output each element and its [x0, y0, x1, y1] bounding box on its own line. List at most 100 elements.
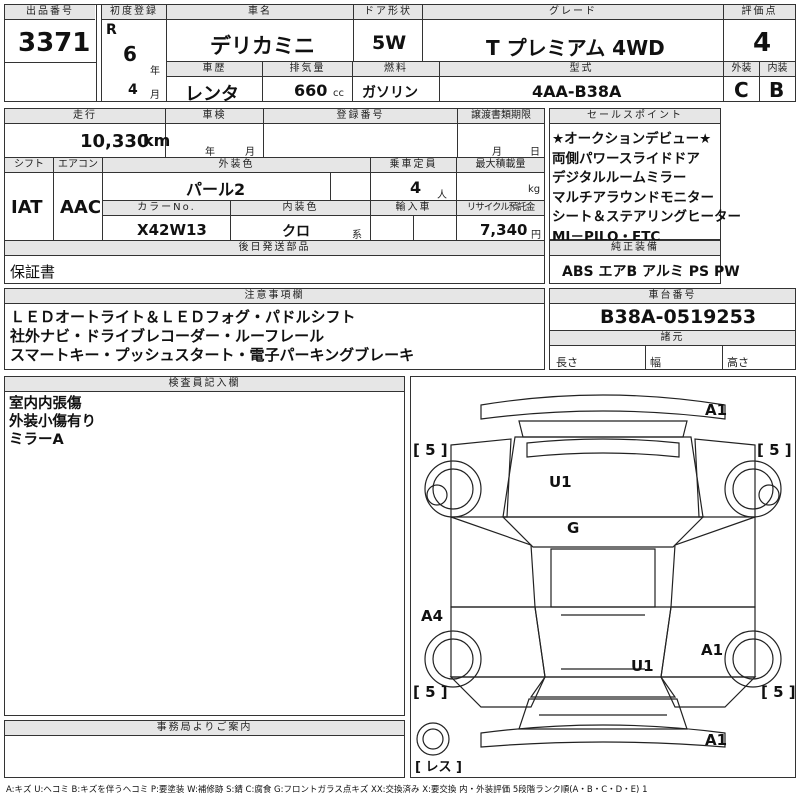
hood-panel [518, 420, 688, 438]
windshield [501, 516, 705, 548]
inspector-block [4, 376, 405, 716]
load-unit: kg [528, 184, 541, 195]
sales-points-label: セールスポイント [550, 109, 720, 124]
year-unit: 年 [150, 66, 160, 77]
door-type: 5W [372, 32, 407, 54]
sales-points-block [549, 108, 721, 240]
car-diagram-svg: [ 5 ] [ 5 ] [ 5 ] [ 5 ] [ レス ] A1 U1 G A… [413, 394, 795, 775]
tread-front-right: [ 5 ] [757, 441, 792, 459]
wheel-rear-left [424, 630, 482, 688]
mark-a1-top: A1 [705, 401, 727, 419]
spare-tire [416, 722, 450, 756]
interior-grade: B [769, 78, 785, 102]
first-reg-month: 4 [128, 82, 138, 98]
fender-front-left [450, 438, 512, 518]
width-label: 幅 [650, 356, 661, 369]
wheel-front-right [724, 460, 782, 518]
equipment: ABS エアB アルミ PS PW [562, 264, 740, 280]
model: 4AA-B38A [532, 82, 622, 101]
wheel-front-left [424, 460, 482, 518]
era-code: R [106, 22, 117, 38]
displacement-label: 排気量 [263, 62, 352, 77]
header-block [4, 4, 796, 102]
color-label: 外装色 [103, 158, 370, 173]
height-label: 高さ [727, 356, 749, 369]
later-parts: 保証書 [10, 263, 56, 281]
mark-g-glass: G [567, 519, 579, 537]
door-label: ドア形状 [354, 5, 422, 20]
notes-label: 注意事項欄 [5, 289, 544, 304]
exterior-grade: C [734, 78, 749, 102]
mileage: 10,330 [80, 131, 150, 152]
sales-point-line: デジタルルームミラー [552, 170, 687, 186]
color-no-label: カラーNo. [103, 201, 230, 216]
inspector-list: 室内内張傷 外装小傷有り ミラーA [9, 395, 96, 449]
history-label: 車歴 [167, 62, 262, 77]
office-label: 事務局よりご案内 [5, 721, 404, 736]
reg-no-label: 登録番号 [264, 109, 457, 124]
inspection-year-unit: 年 [205, 147, 215, 158]
legend: A:キズ U:ヘコミ B:キズを伴うヘコミ P:要塗装 W:補修跡 S:錆 C:… [6, 785, 648, 795]
sales-point-line: 両側パワースライドドア [552, 150, 700, 167]
int-color: クロ [282, 224, 310, 240]
capacity-label: 乗車定員 [371, 158, 456, 173]
car-diagram: [ 5 ] [ 5 ] [ 5 ] [ 5 ] [ レス ] A1 U1 G A… [410, 376, 796, 778]
history: レンタ [185, 84, 239, 105]
rear-bumper [480, 724, 726, 748]
lot-number: 3371 [18, 28, 91, 58]
door-front-right [670, 516, 756, 608]
mileage-unit: km [143, 131, 171, 150]
recycle-unit: 円 [531, 230, 541, 241]
sales-points-list: ★オークションデビュー★ 両側パワースライドドア デジタルルームミラー マルチア… [552, 130, 741, 247]
first-reg-year: 6 [123, 42, 137, 66]
inspector-line: 室内内張傷 [9, 396, 82, 412]
fuel: ガソリン [362, 85, 418, 101]
mark-u1-rear: U1 [631, 657, 654, 675]
shift: IAT [11, 197, 43, 218]
shift-label: シフト [5, 158, 53, 173]
mirror-right [758, 484, 780, 506]
mark-a1-right: A1 [701, 641, 723, 659]
recycle-label: リサイクル預託金 [457, 201, 544, 216]
load-label: 最大積載量 [457, 158, 544, 173]
mark-u1-hood: U1 [549, 473, 572, 491]
capacity: 4 [410, 178, 422, 197]
fender-front-right [694, 438, 756, 518]
transfer-month-unit: 月 [492, 147, 502, 158]
chassis-label: 車台番号 [550, 289, 795, 304]
lot-no-label: 出品番号 [5, 5, 95, 20]
score-label: 評価点 [724, 5, 795, 20]
fuel-label: 燃料 [353, 62, 439, 77]
note-line: ＬＥＤオートライト＆ＬＥＤフォグ・パドルシフト [10, 308, 356, 326]
inspector-label: 検査員記入欄 [5, 377, 404, 392]
ac: AAC [60, 197, 102, 218]
ac-label: エアコン [54, 158, 102, 173]
score: 4 [753, 28, 772, 58]
inspector-line: 外装小傷有り [9, 414, 96, 430]
tread-rear-left: [ 5 ] [413, 683, 448, 701]
inspection-label: 車検 [166, 109, 263, 124]
front-bumper [480, 394, 726, 420]
exterior-label: 外装 [724, 62, 759, 77]
mark-a4-left: A4 [421, 607, 443, 625]
grade-label: グレード [423, 5, 723, 20]
model-label: 型式 [440, 62, 723, 77]
length-label: 長さ [556, 356, 578, 369]
int-color-label: 内装色 [231, 201, 370, 216]
mileage-label: 走行 [5, 109, 165, 124]
sales-point-line: マルチアラウンドモニター [552, 189, 714, 206]
later-parts-label: 後日発送部品 [5, 241, 544, 256]
tread-front-left: [ 5 ] [413, 441, 448, 459]
capacity-unit: 人 [437, 190, 447, 201]
color: パール2 [186, 180, 246, 199]
car-name-label: 車名 [167, 5, 353, 20]
door-rear-left [450, 606, 546, 678]
import-label: 輸入車 [371, 201, 456, 216]
wheel-rear-right [724, 630, 782, 688]
note-line: スマートキー・プッシュスタート・電子パーキングブレーキ [10, 346, 415, 364]
equipment-label: 純正装備 [550, 241, 720, 256]
spec-label: 諸元 [550, 331, 795, 346]
grade: T プレミアム 4WD [486, 36, 665, 60]
interior-label: 内装 [760, 62, 795, 77]
recycle-fee: 7,340 [480, 221, 528, 239]
